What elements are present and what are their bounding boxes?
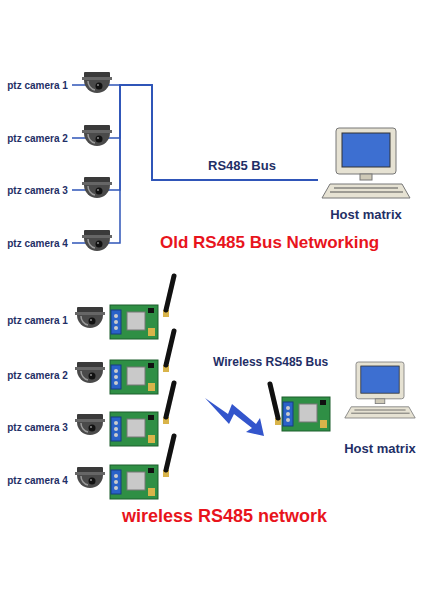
host-node: Host matrix (330, 438, 424, 458)
dome-camera (75, 307, 105, 328)
node-label: ptz camera 3 (7, 185, 68, 196)
bus-wire (72, 85, 318, 180)
rs485-module (110, 465, 158, 499)
camera-node: ptz camera 3 (3, 418, 72, 436)
dome-camera (82, 230, 112, 251)
camera-node: ptz camera 4 (3, 471, 72, 489)
node-label: ptz camera 1 (7, 80, 68, 91)
dome-camera (75, 467, 105, 488)
node-label: ptz camera 4 (7, 238, 68, 249)
camera-node: ptz camera 1 (3, 311, 72, 329)
node-label: ptz camera 1 (7, 315, 68, 326)
node-label: ptz camera 2 (7, 370, 68, 381)
rs485-module (110, 412, 158, 446)
dome-camera (82, 72, 112, 93)
bus-wire (72, 85, 318, 180)
node-label: ptz camera 4 (7, 475, 68, 486)
dome-camera (75, 414, 105, 435)
camera-node: ptz camera 2 (3, 129, 72, 147)
antenna (163, 276, 174, 317)
camera-node: ptz camera 4 (3, 234, 72, 252)
camera-node: ptz camera 3 (3, 181, 72, 199)
rs485-module (110, 360, 158, 394)
computer-icon (322, 128, 410, 198)
section-caption: wireless RS485 network (120, 506, 329, 527)
node-label: Host matrix (344, 441, 416, 456)
bus-wire (72, 85, 318, 190)
wireless-bolt (205, 398, 264, 436)
section-caption: Old RS485 Bus Networking (158, 233, 381, 253)
bus-label: Wireless RS485 Bus (211, 355, 330, 369)
dome-camera (82, 125, 112, 146)
bus-label: RS485 Bus (206, 158, 278, 173)
antenna (163, 331, 174, 372)
rs485-module (110, 305, 158, 339)
host-node: Host matrix (318, 128, 414, 222)
dome-camera (75, 362, 105, 383)
node-label: Host matrix (330, 207, 402, 222)
dome-camera (82, 177, 112, 198)
antenna (163, 436, 174, 477)
node-label: ptz camera 3 (7, 422, 68, 433)
bus-wire (72, 85, 318, 243)
camera-node: ptz camera 1 (3, 76, 72, 94)
rs485-module (282, 397, 330, 431)
node-label: ptz camera 2 (7, 133, 68, 144)
antenna (163, 383, 174, 424)
antenna (270, 384, 281, 425)
camera-node: ptz camera 2 (3, 366, 72, 384)
computer-icon (345, 362, 415, 418)
